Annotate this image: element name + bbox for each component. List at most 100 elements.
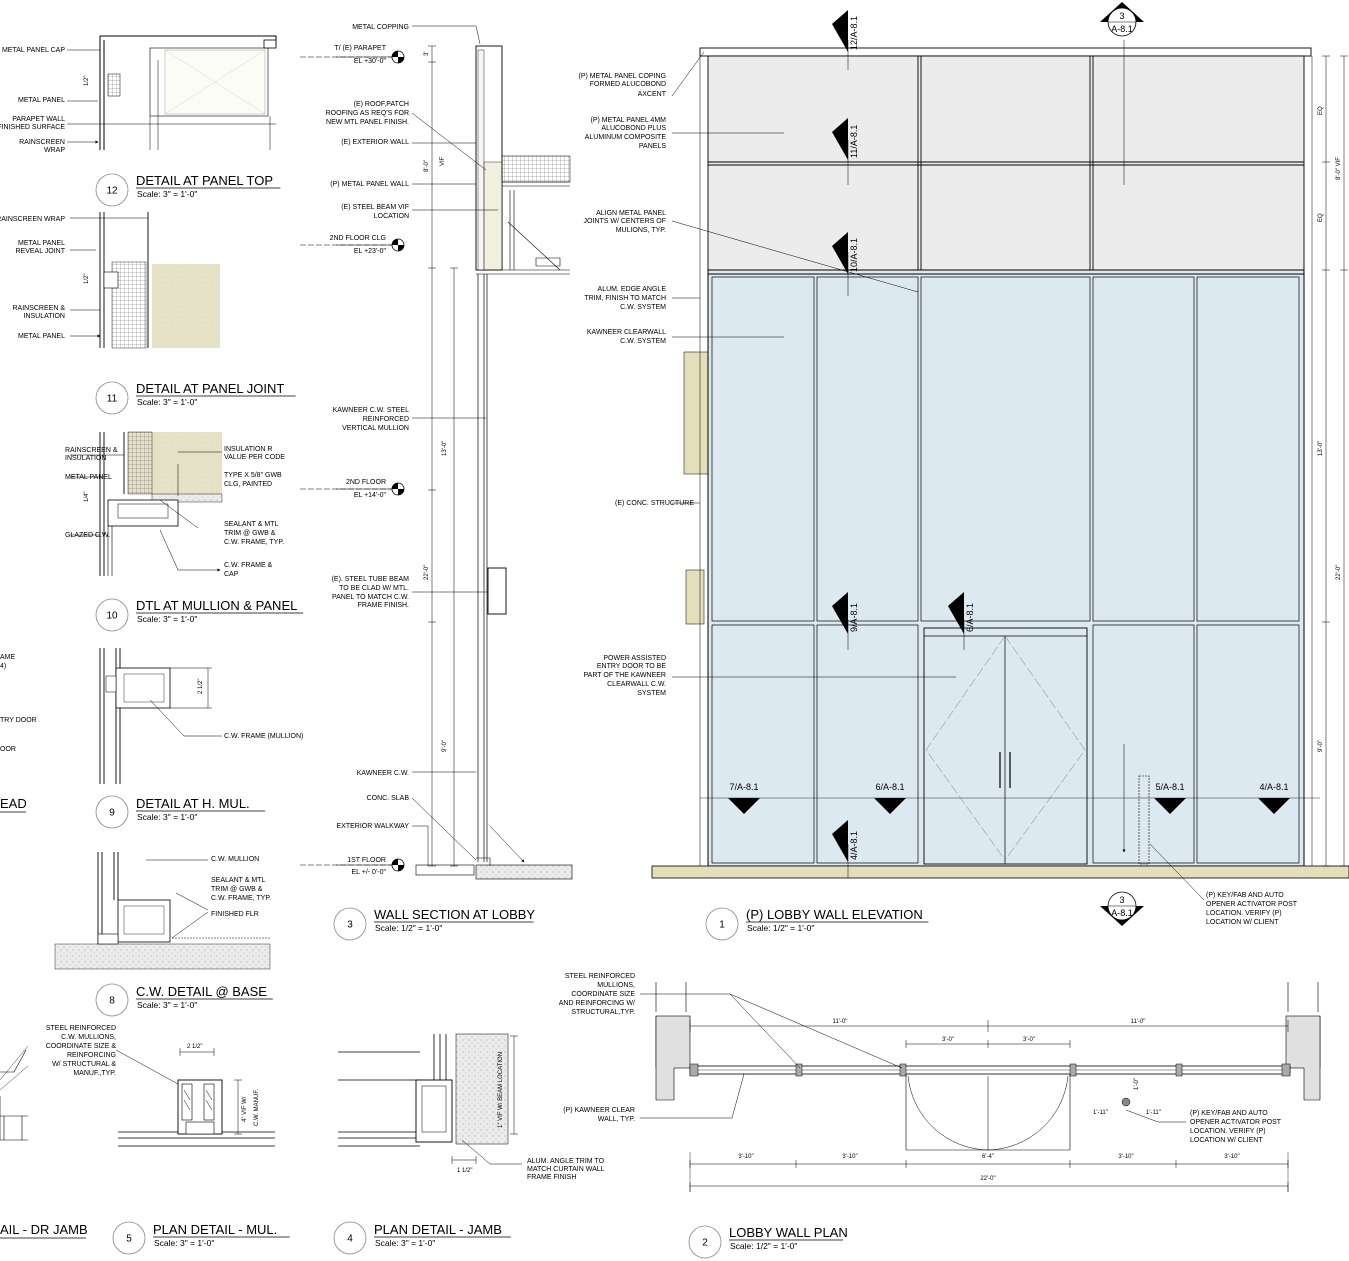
callout-note: JOINTS W/ CENTERS OF [584, 218, 666, 225]
detail-number: 5 [126, 1234, 132, 1245]
callout-note: COORDINATE SIZE & [46, 1043, 117, 1050]
dimension-text: 13'-0" [442, 441, 448, 456]
detail-number: 11 [107, 394, 118, 405]
callout-note: LOCATION W/ CLIENT [1190, 1137, 1263, 1144]
callout-note: GLAZED C.W. [65, 532, 110, 539]
callout-note: FINISHED SURFACE [0, 124, 65, 131]
dimension-text: 1/2" [84, 274, 90, 284]
section-number: 3 [1119, 11, 1124, 21]
callout-note: ALUM. ANGLE TRIM TO [527, 1158, 605, 1165]
dimension-text: 1'-11" [1093, 1110, 1108, 1116]
dimension-text: 2 1/2" [198, 679, 204, 694]
detail-4-drawing [338, 1033, 522, 1165]
detail-title: DETAIL AT H. MUL. [136, 796, 250, 811]
callout-note: C.W. FRAME, TYP. [224, 539, 284, 546]
callout-note: T/ (E) PARAPET [334, 45, 386, 52]
detail-scale: Scale: 3" = 1'-0" [137, 1000, 197, 1010]
section-cut-marker [832, 10, 848, 52]
callout-note: ALUCOBOND PLUS [601, 125, 666, 132]
callout-note: EL +23'-0" [354, 248, 387, 255]
section-cut-marker [728, 798, 760, 814]
callout-note: LOCATION. VERIFY (P) [1206, 910, 1282, 917]
detail-title: DETAIL AT PANEL TOP [136, 173, 273, 188]
dimension-text: 3'-10" [842, 1154, 857, 1160]
callout-note: METAL COPPING [352, 24, 409, 31]
detail-number-bubble [688, 1225, 722, 1259]
section-cut-tag: 12/A-8.1 [849, 16, 859, 50]
dimension-text: 6'-4" [982, 1154, 994, 1160]
callout-note: MULLIONS, [597, 982, 635, 989]
detail-9-drawing [99, 648, 222, 784]
callout-note: TYPE X 5/8" GWB [224, 472, 282, 479]
detail-8-drawing [54, 852, 271, 970]
callout-note: ROOFING AS REQ'S FOR [326, 110, 409, 117]
callout-note: 2ND FLOOR [346, 479, 386, 486]
callout-note: KAWNEER CLEARWALL [587, 329, 666, 336]
dimension-text: 11'-0" [1131, 1019, 1146, 1025]
detail-number-bubble [333, 907, 367, 941]
section-cut-marker [832, 118, 848, 160]
detail-number: 9 [109, 808, 115, 819]
callout-note: (E). STEEL TUBE BEAM [332, 576, 410, 583]
callout-note: RAINSCREEN & [12, 305, 65, 312]
detail-title: PLAN DETAIL - JAMB [374, 1222, 502, 1237]
detail-title: (P) LOBBY WALL ELEVATION [746, 907, 923, 922]
detail-number: 3 [347, 920, 353, 931]
section-cut-marker [832, 232, 848, 274]
dimension-text: 9'-0" [1318, 740, 1324, 752]
callout-note: ALUM. EDGE ANGLE [598, 286, 667, 293]
section-cut-marker [832, 592, 848, 634]
section-cut-tag: 10/A-8.1 [849, 238, 859, 272]
callout-note: (E) CONC. STRUCTURE [615, 500, 694, 507]
plan-2-drawing [640, 982, 1321, 1192]
dimension-text: 22'-0" [1336, 565, 1342, 580]
section-cut-marker [1258, 798, 1290, 814]
detail-title: PLAN DETAIL - MUL. [153, 1222, 277, 1237]
callout-note: (P) KAWNEER CLEAR [563, 1107, 635, 1114]
callout-note: C.W. MULLIONS, [61, 1034, 116, 1041]
dimension-text: EQ [1318, 106, 1324, 115]
callout-note: PART OF THE KAWNEER [584, 672, 666, 679]
detail-10-drawing [70, 431, 222, 576]
detail-number: 4 [347, 1234, 353, 1245]
callout-note: AXCENT [638, 91, 667, 98]
dimension-text: 3'-10" [738, 1154, 753, 1160]
callout-note: FINISHED FLR [211, 911, 259, 918]
callout-note: METAL PANEL [18, 97, 65, 104]
callout-note: CLEARWALL C.W. [607, 681, 666, 688]
detail-scale: Scale: 3" = 1'-0" [137, 397, 197, 407]
callout-note: TO BE CLAD W/ MTL. [339, 585, 409, 592]
detail-number: 10 [106, 611, 118, 622]
detail-number: 12 [106, 186, 118, 197]
detail-number-bubble [705, 907, 739, 941]
detail-title: DETAIL AT PANEL JOINT [136, 381, 284, 396]
callout-note: C.W. FRAME (MULLION) [224, 733, 303, 740]
detail-title: WALL SECTION AT LOBBY [374, 907, 535, 922]
elevation-1-drawing [651, 40, 1349, 901]
callout-note: C.W. FRAME, TYP. [211, 895, 271, 902]
detail-number-bubble [95, 381, 129, 415]
callout-note: TRY DOOR [0, 717, 37, 724]
callout-note: 2ND FLOOR CLG [330, 235, 386, 242]
callout-note: COORDINATE SIZE [571, 991, 635, 998]
callout-note: STEEL REINFORCED [565, 973, 635, 980]
callout-note: RAINSCREEN [19, 139, 65, 146]
detail-5-drawing [115, 1048, 275, 1147]
callout-note: CLG, PAINTED [224, 481, 272, 488]
callout-note: CONC. SLAB [367, 795, 410, 802]
callout-note: REINFORCING [67, 1052, 116, 1059]
section-cut-tag: 4/A-8.1 [1259, 782, 1288, 792]
callout-note: (E) ROOF,PATCH [354, 101, 409, 108]
callout-note: OOR [0, 746, 16, 753]
callout-note: KAWNEER C.W. STEEL [333, 407, 409, 414]
callout-note: KAWNEER C.W. [357, 770, 409, 777]
callout-note: OPENER ACTIVATOR POST [1206, 901, 1298, 908]
callout-note: ENTRY DOOR TO BE [597, 663, 666, 670]
section-cut-tag: 4/A-8.1 [849, 831, 859, 860]
dimension-text: 9'-0" [442, 740, 448, 752]
callout-note: (P) METAL PANEL COPING [578, 73, 666, 80]
dimension-text: 3'-10" [1224, 1154, 1239, 1160]
dimension-text: 11'-0" [833, 1019, 848, 1025]
